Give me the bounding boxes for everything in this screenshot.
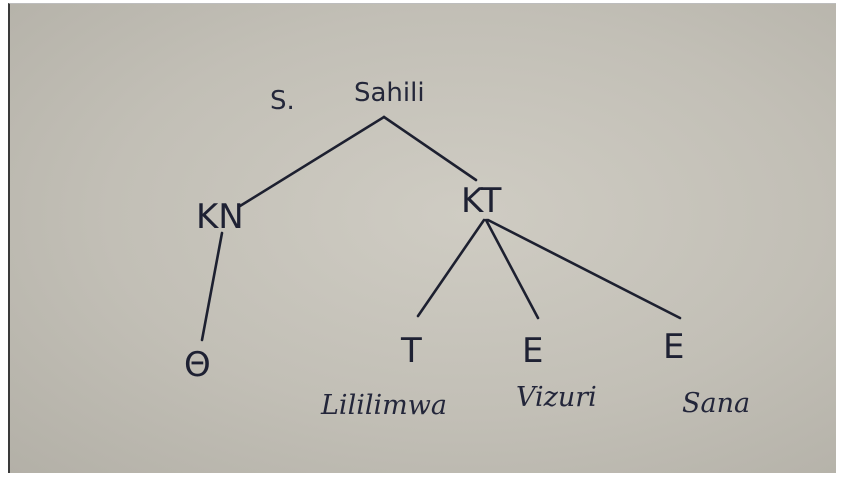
edge-root-kt	[382, 115, 478, 182]
edge-kn-theta	[200, 231, 224, 342]
edge-kt-e1	[484, 218, 540, 320]
root-prefix: S.	[270, 86, 295, 116]
paper-background	[8, 3, 836, 473]
node-t: T	[400, 331, 422, 371]
node-e1: E	[522, 331, 543, 371]
node-kn: KN	[196, 197, 244, 237]
node-kt: KT	[461, 181, 502, 221]
edge-root-kn	[238, 115, 386, 208]
word-sana: Sana	[682, 388, 750, 419]
edge-kt-t	[416, 218, 486, 318]
edge-kt-e2	[486, 218, 682, 320]
word-vizuri: Vizuri	[516, 382, 597, 413]
node-theta: Θ	[184, 345, 211, 385]
root-label: Sahili	[354, 78, 425, 108]
node-e2: E	[663, 327, 684, 367]
word-lililimwa: Lililimwa	[320, 390, 447, 421]
